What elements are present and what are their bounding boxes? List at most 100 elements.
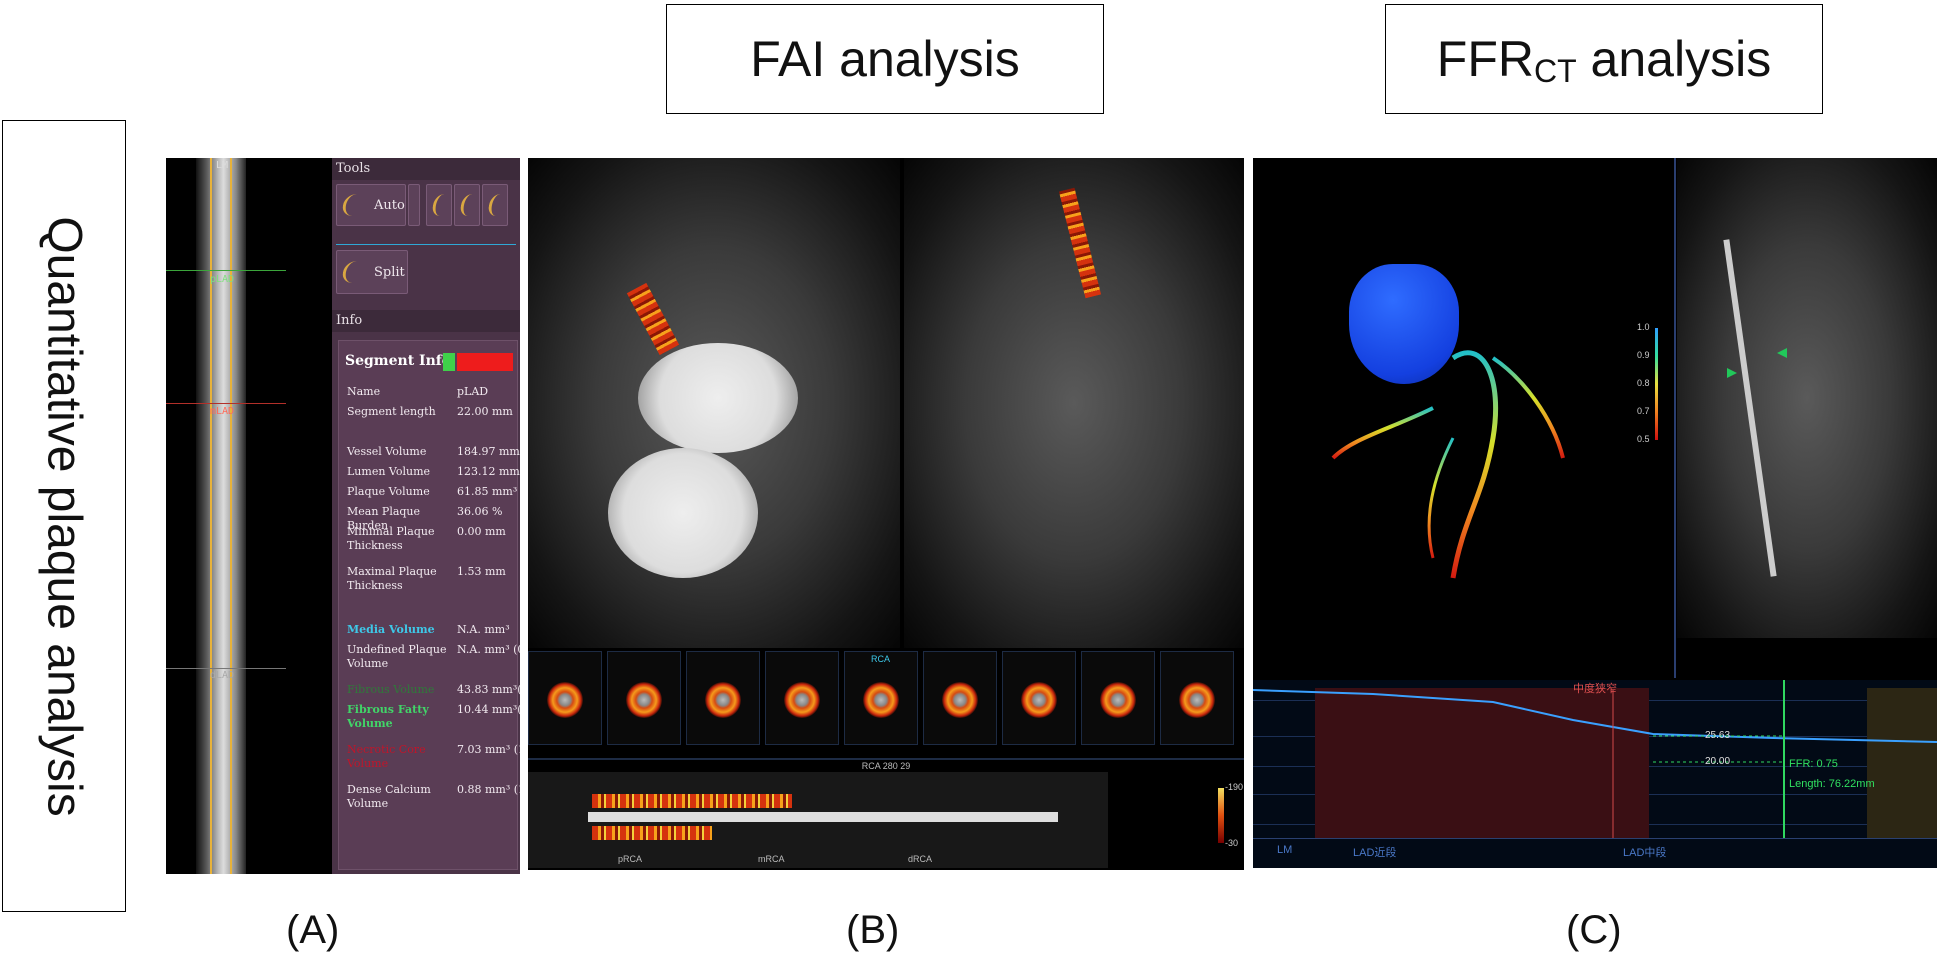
cross-section-thumb-1[interactable] — [528, 651, 602, 745]
tools-header: Tools — [332, 158, 520, 180]
row-value: 10.44 mm³(17%) — [457, 703, 520, 716]
vessel-label-dlad: dLAD — [210, 670, 235, 681]
axis-label-lad-mid: LAD中段 — [1623, 847, 1667, 859]
tool-button-3[interactable] — [454, 184, 482, 226]
panel-b-fai-analysis: RCA RCA 280 29 pRCA mRCA dRCA -190 -30 — [528, 158, 1244, 870]
ffr-scale-tick: 0.9 — [1637, 350, 1650, 360]
ffr-title-rest: analysis — [1576, 31, 1772, 87]
row-value: 61.85 mm³ — [457, 485, 518, 498]
segment-label-drca: dRCA — [908, 854, 933, 864]
3d-coronary-tree-view: 1.0 0.9 0.8 0.7 0.5 — [1253, 158, 1673, 678]
vessel-outer-contour-left — [210, 158, 212, 874]
vessel-label-lm: LM — [216, 160, 229, 171]
info-header: Info — [332, 310, 520, 332]
tool-button-2[interactable] — [426, 184, 454, 226]
row-label: Necrotic Core Volume — [347, 743, 426, 770]
row-value: 1.53 mm — [457, 565, 506, 578]
straightened-vessel-view — [196, 158, 246, 874]
row-label: Segment length — [347, 405, 436, 418]
value-upper: 25.63 — [1705, 730, 1731, 741]
lad-vessel — [1723, 239, 1777, 577]
value-lower: 20.00 — [1705, 756, 1731, 767]
row-value: 123.12 mm³ — [457, 465, 520, 478]
fai-ring — [1100, 682, 1136, 718]
length-value-label: Length: 76.22mm — [1789, 778, 1875, 790]
fai-heat-lower — [592, 826, 712, 840]
row-label: Lumen Volume — [347, 465, 431, 478]
fai-overlay-mpr — [1058, 187, 1102, 299]
ffr-title-main: FFR — [1436, 31, 1534, 87]
cross-section-thumb-6[interactable] — [923, 651, 997, 745]
dlad-marker-line — [166, 668, 286, 669]
cross-section-thumb-3[interactable] — [686, 651, 760, 745]
fai-ring — [784, 682, 820, 718]
row-value: 0.88 mm³ (1%) — [457, 783, 520, 796]
aorta-cross-section — [638, 343, 798, 453]
segment-info-title: Segment Info — [345, 353, 452, 369]
cross-section-thumb-4[interactable] — [765, 651, 839, 745]
segment-label-mrca: mRCA — [758, 854, 785, 864]
scale-bottom-value: -30 — [1225, 838, 1239, 848]
stenosis-label: 中度狭窄 — [1573, 683, 1617, 695]
cross-section-thumb-2[interactable] — [607, 651, 681, 745]
fai-color-scale — [1218, 788, 1224, 843]
coronary-tree-svg — [1331, 350, 1565, 579]
stenosis-region — [1315, 688, 1649, 838]
ffr-curve-svg — [1253, 680, 1937, 838]
fai-title-text: FAI analysis — [750, 31, 1020, 87]
ffr-scale-tick: 1.0 — [1637, 322, 1650, 332]
aorta-model — [1349, 264, 1459, 384]
ffr-title-sub: CT — [1534, 52, 1577, 89]
vessel-label-plad: pLAD — [210, 274, 235, 285]
panel-c-ffrct-analysis: 1.0 0.9 0.8 0.7 0.5 中度狭窄 25.63 20.00 FFR… — [1253, 158, 1937, 868]
cross-section-thumb-9[interactable] — [1160, 651, 1234, 745]
ffr-scale-tick: 0.5 — [1637, 434, 1650, 444]
row-label: Minimal Plaque Thickness — [347, 525, 435, 552]
auto-button[interactable]: Auto — [336, 184, 406, 226]
row-value: 36.06 % — [457, 505, 503, 518]
tool-button-4[interactable] — [482, 184, 510, 226]
panel-letter-a: (A) — [286, 908, 340, 952]
cross-section-thumb-7[interactable] — [1002, 651, 1076, 745]
split-button[interactable]: Split — [336, 250, 408, 294]
fai-heat-upper — [592, 794, 792, 808]
panel-a-plaque-analysis: LM pLAD mLAD dLAD Tools Auto Split Info … — [166, 158, 520, 874]
cross-section-thumb-8[interactable] — [1081, 651, 1155, 745]
split-button-label: Split — [374, 264, 405, 280]
row-label: Media Volume — [347, 623, 435, 636]
fai-analysis-title: FAI analysis — [666, 4, 1104, 114]
ffr-value-label: FFR: 0.75 — [1789, 758, 1838, 770]
row-value: N.A. mm³ (0%) — [457, 643, 520, 656]
tools-divider — [336, 244, 516, 245]
cross-section-thumb-5[interactable]: RCA — [844, 651, 918, 745]
ffr-color-scale — [1655, 328, 1658, 440]
segment-color-green — [443, 353, 455, 371]
lumen-tool-icon — [486, 194, 510, 216]
row-label: Fibrous Volume — [347, 683, 435, 696]
mlad-marker-line — [166, 403, 286, 404]
row-value: N.A. mm³ — [457, 623, 510, 636]
segment-color-red — [457, 353, 513, 371]
rca-lumen — [588, 812, 1058, 822]
row-label: Dense Calcium Volume — [347, 783, 431, 810]
fai-ring — [1179, 682, 1215, 718]
straightened-rca-view: pRCA mRCA dRCA — [528, 772, 1108, 868]
curved-mpr-view — [904, 158, 1244, 648]
lumen-tool-icon — [340, 261, 369, 283]
row-label: Maximal Plaque Thickness — [347, 565, 437, 592]
vessel-label-mlad: mLAD — [210, 406, 235, 417]
axis-divider — [1253, 838, 1937, 839]
lumen-tool-icon — [430, 194, 454, 216]
vessel-outer-contour-right — [230, 158, 232, 874]
strip-divider — [528, 758, 1244, 760]
lumen-tool-icon — [340, 194, 369, 216]
lumen-tool-icon — [458, 194, 482, 216]
fai-ring — [1021, 682, 1057, 718]
diagonal-branch — [1427, 437, 1455, 559]
descending-aorta — [608, 448, 758, 578]
auto-dropdown-arrow[interactable] — [408, 184, 420, 226]
ffr-curve — [1253, 689, 1937, 743]
